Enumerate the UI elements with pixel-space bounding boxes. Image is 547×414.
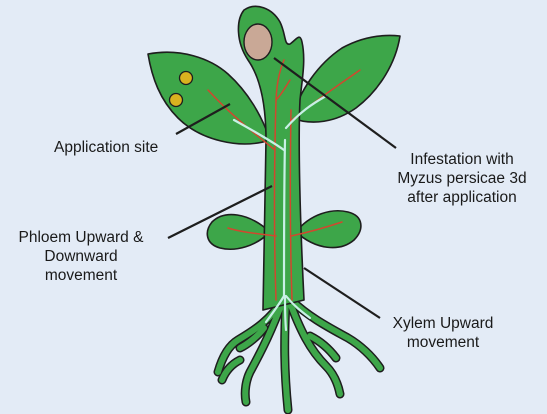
label-infestation-line1: Infestation with: [382, 150, 542, 169]
label-xylem-line2: movement: [378, 333, 508, 352]
label-xylem-line1: Xylem Upward: [378, 314, 508, 333]
label-phloem-line1: Phloem Upward &: [6, 228, 156, 247]
label-infestation-line3: after application: [382, 188, 542, 207]
roots: [218, 300, 380, 410]
aphid-infestation: [244, 24, 272, 60]
label-infestation: Infestation with Myzus persicae 3d after…: [382, 150, 542, 207]
leaf-lower-left: [207, 215, 270, 250]
application-dot: [170, 94, 183, 107]
label-application-site: Application site: [54, 138, 158, 157]
application-dot: [180, 72, 193, 85]
label-phloem: Phloem Upward & Downward movement: [6, 228, 156, 285]
label-xylem: Xylem Upward movement: [378, 314, 508, 352]
leaf-lower-right: [296, 211, 361, 248]
label-phloem-line3: movement: [6, 266, 156, 285]
label-infestation-line2: Myzus persicae 3d: [382, 169, 542, 188]
label-phloem-line2: Downward: [6, 247, 156, 266]
leaf-upper-right: [292, 36, 400, 123]
